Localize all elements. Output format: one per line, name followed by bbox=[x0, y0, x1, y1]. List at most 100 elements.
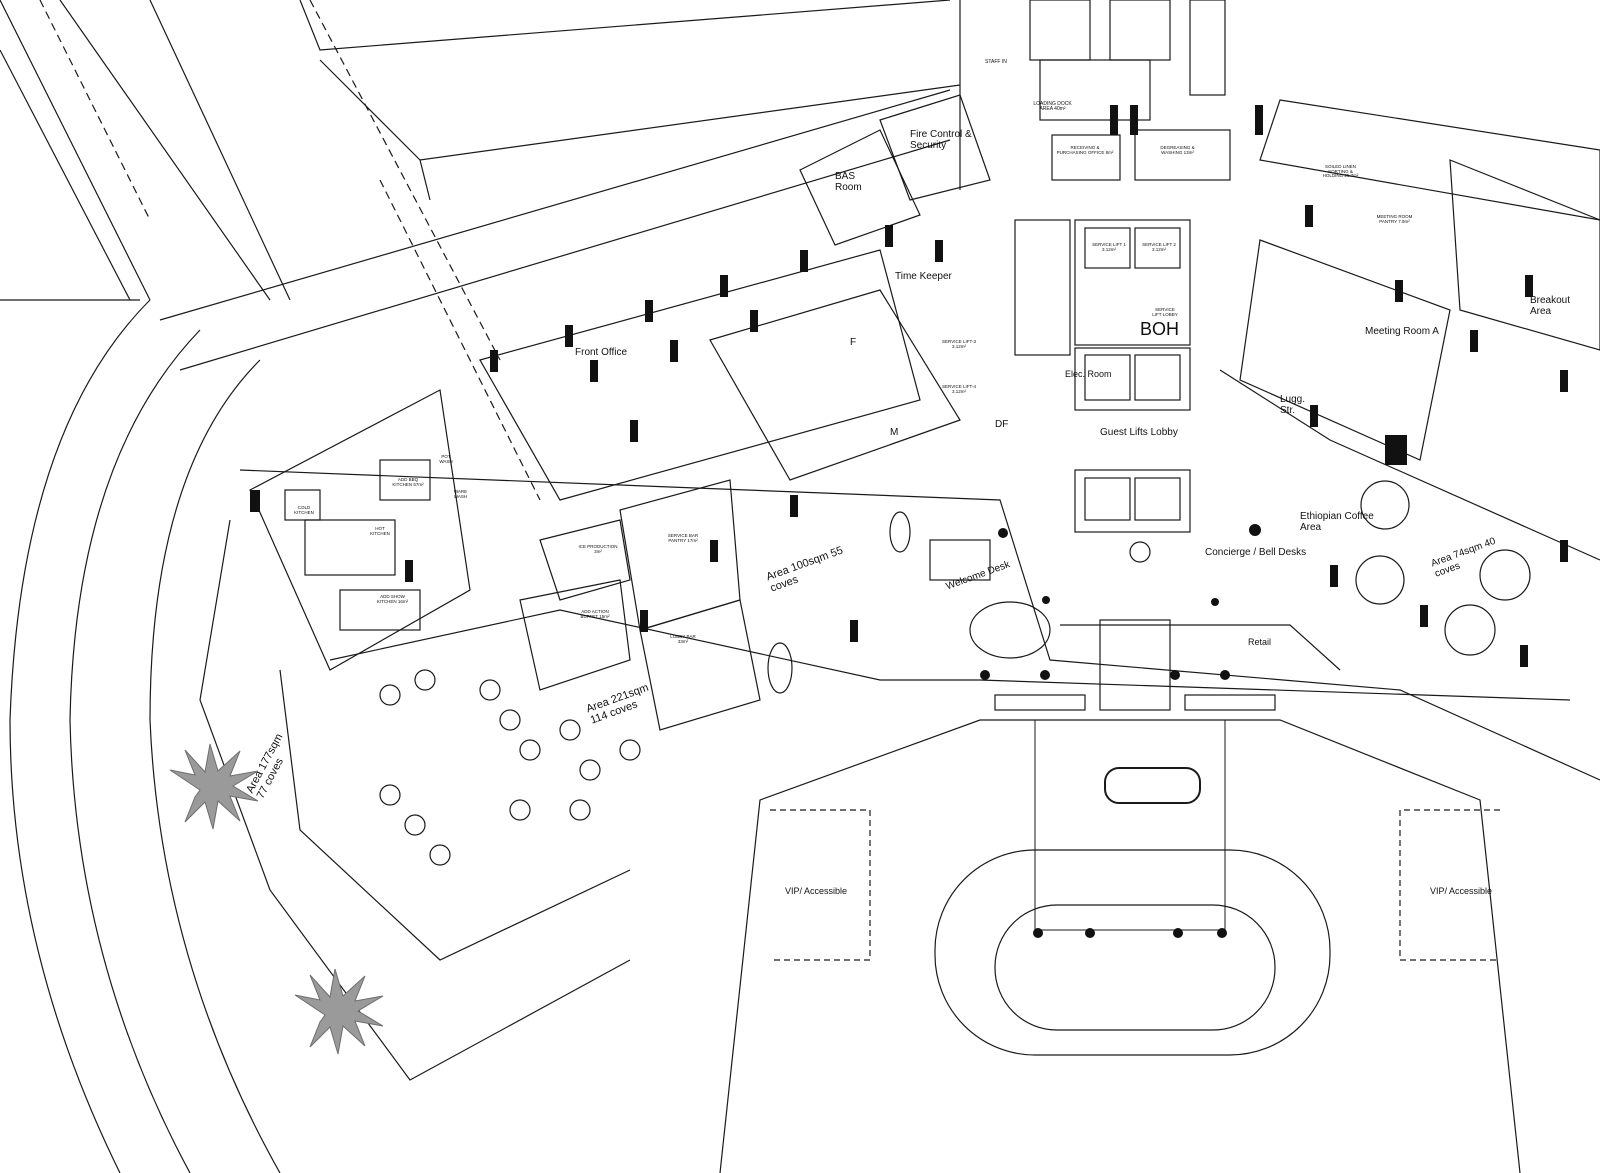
retail-line bbox=[1060, 624, 1341, 671]
column bbox=[800, 250, 808, 272]
label-ice-production: ICE PRODUCTION 3m² bbox=[578, 544, 618, 554]
parking-stalls-a bbox=[1029, 0, 1091, 61]
column bbox=[590, 360, 598, 382]
label-breakout-area: Breakout Area bbox=[1530, 295, 1571, 317]
label-service-lift-2: SERVICE LIFT 2 3.12m² bbox=[1142, 242, 1176, 252]
round-table-5 bbox=[519, 739, 541, 761]
service-lift-1 bbox=[1084, 227, 1131, 269]
bollard bbox=[1211, 598, 1219, 606]
column bbox=[1395, 280, 1403, 302]
round-table-6 bbox=[559, 719, 581, 741]
round-table-11 bbox=[429, 844, 451, 866]
column bbox=[1560, 370, 1568, 392]
label-retail: Retail bbox=[1248, 637, 1272, 647]
guest-lift-3 bbox=[1084, 477, 1131, 521]
column bbox=[1310, 405, 1318, 427]
label-add-show-kitchen: ADD SHOW KITCHEN 16m² bbox=[376, 594, 409, 604]
label-concierge: Concierge / Bell Desks bbox=[1205, 547, 1307, 558]
show-kitchen bbox=[339, 589, 421, 631]
column bbox=[1110, 105, 1118, 135]
terrace-edge bbox=[199, 519, 631, 1081]
palm-tree-2 bbox=[294, 968, 384, 1055]
column bbox=[645, 300, 653, 322]
label-lobby-bar: LOBBY BAR 33m² bbox=[670, 634, 696, 644]
round-table-10 bbox=[404, 814, 426, 836]
label-receiving: RECEIVING & PURCHASING OFFICE 8m² bbox=[1056, 145, 1114, 155]
porte-cochere-right bbox=[1184, 694, 1276, 711]
lobby-feature bbox=[969, 601, 1051, 659]
car bbox=[1104, 767, 1201, 804]
round-table-7 bbox=[579, 759, 601, 781]
column bbox=[1560, 540, 1568, 562]
label-service-lift-lobby: SERVICE LIFT LOBBY bbox=[1152, 307, 1178, 317]
bollard bbox=[1249, 524, 1261, 536]
bollard bbox=[1033, 928, 1043, 938]
welcome-table bbox=[889, 511, 911, 553]
column bbox=[1420, 605, 1428, 627]
bas-room bbox=[799, 129, 921, 246]
boh-core bbox=[1074, 219, 1191, 346]
stair-core bbox=[1014, 219, 1071, 356]
column bbox=[1520, 645, 1528, 667]
label-degreasing: DEGREASING & WASHING 13m² bbox=[1160, 145, 1195, 155]
label-ethiopian-coffee: Ethiopian Coffee Area bbox=[1300, 511, 1374, 533]
loading-dock bbox=[1039, 59, 1151, 121]
coffee-table-4 bbox=[1444, 604, 1496, 656]
palm-tree-1 bbox=[169, 743, 259, 830]
column bbox=[630, 420, 638, 442]
column bbox=[850, 620, 858, 642]
label-bas-room: BAS Room bbox=[835, 171, 862, 193]
column bbox=[750, 310, 758, 332]
label-boh: BOH bbox=[1140, 319, 1180, 339]
bollard bbox=[1173, 928, 1183, 938]
ramp bbox=[1189, 0, 1226, 96]
round-table-1 bbox=[379, 684, 401, 706]
degreasing-room bbox=[1134, 129, 1231, 181]
bollard bbox=[1042, 596, 1050, 604]
lobby-lifts-block bbox=[1074, 469, 1191, 533]
ice-production bbox=[539, 519, 631, 601]
column bbox=[1470, 330, 1478, 352]
coffee-table-3 bbox=[1355, 555, 1405, 605]
column bbox=[710, 540, 718, 562]
round-table-12 bbox=[509, 799, 531, 821]
upper-left-dashed bbox=[39, 0, 541, 501]
column bbox=[935, 240, 943, 262]
label-meeting-pantry: MEETING ROOM PANTRY 7.9m² bbox=[1376, 214, 1413, 224]
bbq-kitchen bbox=[379, 459, 431, 501]
label-add-bbq-kitchen: ADD BBQ KITCHEN 57m² bbox=[392, 477, 424, 487]
round-table-4 bbox=[499, 709, 521, 731]
meeting-wing-upper bbox=[1259, 99, 1600, 221]
bollard bbox=[1220, 670, 1230, 680]
road-outer-curve bbox=[9, 299, 151, 1173]
service-lift-2 bbox=[1134, 227, 1181, 269]
breakout-area bbox=[1449, 159, 1600, 351]
label-service-lift-1: SERVICE LIFT 1 3.12m² bbox=[1092, 242, 1126, 252]
guest-lifts-block bbox=[1074, 347, 1191, 411]
action-buffet bbox=[519, 579, 631, 691]
upper-building bbox=[299, 0, 961, 201]
concierge-desk bbox=[1129, 541, 1151, 563]
parking-left bbox=[770, 809, 871, 961]
column bbox=[405, 560, 413, 582]
column bbox=[720, 275, 728, 297]
label-loading-dock: LOADING DOCK AREA 40m² bbox=[1033, 101, 1072, 113]
round-table-13 bbox=[569, 799, 591, 821]
label-pot-wash: POT WASH bbox=[439, 454, 453, 464]
label-staff-in: STAFF IN bbox=[985, 59, 1007, 65]
column bbox=[250, 490, 260, 512]
column bbox=[640, 610, 648, 632]
label-lugg-str: Lugg. Str. bbox=[1280, 394, 1306, 416]
round-table-8 bbox=[619, 739, 641, 761]
guest-lift-1 bbox=[1084, 354, 1131, 401]
lobby-bar bbox=[639, 599, 761, 731]
label-add-action-buffet: ADD ACTION BUFFET 15m² bbox=[580, 609, 610, 619]
column bbox=[1330, 565, 1338, 587]
label-hot-kitchen: HOT KITCHEN bbox=[370, 526, 390, 536]
service-bar-pantry bbox=[619, 479, 741, 631]
bollard bbox=[980, 670, 990, 680]
bollard bbox=[1170, 670, 1180, 680]
meeting-room-a bbox=[1239, 239, 1451, 461]
meeting-wing-wall bbox=[1219, 369, 1600, 561]
column bbox=[565, 325, 573, 347]
